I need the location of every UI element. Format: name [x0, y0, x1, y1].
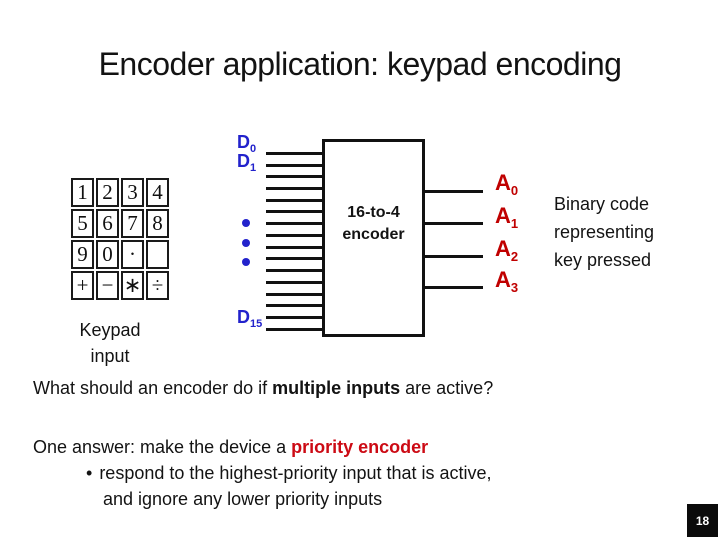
input-wire-9 — [266, 257, 322, 260]
input-wire-2 — [266, 175, 322, 178]
question-bold: multiple inputs — [272, 378, 401, 398]
input-wire-3 — [266, 187, 322, 190]
bullet-line-2: and ignore any lower priority inputs — [103, 489, 382, 510]
keypad-key-dot: · — [121, 240, 144, 269]
keypad-caption: Keypad input — [60, 317, 160, 369]
output-wire-1 — [425, 222, 483, 225]
bullet-text-2: and ignore any lower priority inputs — [103, 489, 383, 509]
keypad-key-blank — [146, 240, 169, 269]
input-label-sub: 1 — [250, 162, 257, 174]
input-label-sub: 0 — [250, 143, 257, 155]
input-wire-13 — [266, 304, 322, 307]
bullet-icon: • — [86, 463, 93, 483]
output-label-sub: 2 — [510, 249, 519, 264]
keypad-key-6: 6 — [96, 209, 119, 238]
keypad-key-8: 8 — [146, 209, 169, 238]
output-label-base: A — [495, 170, 511, 195]
input-wire-10 — [266, 269, 322, 272]
input-label-sub: 15 — [250, 318, 263, 330]
output-label-sub: 0 — [510, 183, 519, 198]
output-wire-3 — [425, 286, 483, 289]
input-label-d15: D15 — [237, 308, 262, 333]
keypad-key-3: 3 — [121, 178, 144, 207]
keypad-key-minus: − — [96, 271, 119, 300]
keypad-row: 1 2 3 4 — [71, 178, 169, 207]
input-wire-5 — [266, 210, 322, 213]
output-label-a3: A3 — [495, 269, 518, 299]
encoder-label-line2: encoder — [342, 226, 405, 243]
keypad-key-2: 2 — [96, 178, 119, 207]
page-number-badge: 18 — [687, 504, 718, 537]
output-label-a1: A1 — [495, 205, 518, 235]
keypad-key-4: 4 — [146, 178, 169, 207]
ellipsis-dot — [242, 219, 250, 227]
question-prefix: What should an encoder do if — [33, 378, 273, 398]
output-label-a2: A2 — [495, 238, 518, 268]
page-number: 18 — [695, 513, 710, 528]
encoder-label-line1: 16-to-4 — [347, 204, 400, 221]
input-wire-6 — [266, 222, 322, 225]
keypad-key-5: 5 — [71, 209, 94, 238]
keypad-key-1: 1 — [71, 178, 94, 207]
question-suffix: are active? — [400, 378, 494, 398]
keypad-key-divide: ÷ — [146, 271, 169, 300]
output-caption-line3: key pressed — [554, 250, 652, 270]
input-wire-8 — [266, 246, 322, 249]
output-label-base: A — [495, 267, 511, 292]
keypad-grid: 1 2 3 4 5 6 7 8 9 0 · + − ∗ ÷ — [69, 176, 171, 302]
encoder-box: 16-to-4 encoder — [322, 139, 425, 337]
input-wire-4 — [266, 199, 322, 202]
question-line: What should an encoder do if multiple in… — [33, 378, 493, 399]
answer-line: One answer: make the device a priority e… — [33, 437, 428, 458]
input-wire-15 — [266, 328, 322, 331]
encoder-box-label: 16-to-4 encoder — [342, 202, 404, 246]
output-wire-0 — [425, 190, 483, 193]
keypad-key-plus: + — [71, 271, 94, 300]
output-label-sub: 1 — [510, 216, 519, 231]
keypad-key-9: 9 — [71, 240, 94, 269]
keypad-key-0: 0 — [96, 240, 119, 269]
output-caption-line1: Binary code — [554, 194, 650, 214]
keypad-row: 5 6 7 8 — [71, 209, 169, 238]
input-wire-0 — [266, 152, 322, 155]
keypad-key-7: 7 — [121, 209, 144, 238]
input-label-base: D — [237, 151, 250, 171]
bullet-line-1: • respond to the highest-priority input t… — [86, 463, 492, 484]
input-wire-14 — [266, 316, 322, 319]
bullet-text-1: respond to the highest-priority input th… — [99, 463, 492, 483]
input-label-d0: D0 — [237, 133, 256, 158]
output-label-sub: 3 — [510, 280, 519, 295]
input-wire-7 — [266, 234, 322, 237]
keypad-caption-line2: input — [90, 346, 130, 366]
output-caption: Binary code representing key pressed — [554, 190, 654, 274]
keypad-key-asterisk: ∗ — [121, 271, 144, 300]
slide-title: Encoder application: keypad encoding — [98, 46, 622, 82]
input-label-base: D — [237, 307, 250, 327]
keypad-caption-line1: Keypad — [79, 320, 141, 340]
keypad-row: 9 0 · — [71, 240, 169, 269]
input-wire-1 — [266, 164, 322, 167]
ellipsis-dot — [242, 239, 250, 247]
output-label-base: A — [495, 236, 511, 261]
input-label-d1: D1 — [237, 152, 256, 177]
output-label-a0: A0 — [495, 172, 518, 202]
input-wire-12 — [266, 293, 322, 296]
input-wire-11 — [266, 281, 322, 284]
output-label-base: A — [495, 203, 511, 228]
answer-prefix: One answer: make the device a — [33, 437, 292, 457]
output-caption-line2: representing — [554, 222, 655, 242]
keypad-row: + − ∗ ÷ — [71, 271, 169, 300]
ellipsis-dot — [242, 258, 250, 266]
answer-highlight: priority encoder — [291, 437, 429, 457]
input-label-base: D — [237, 132, 250, 152]
output-wire-2 — [425, 255, 483, 258]
